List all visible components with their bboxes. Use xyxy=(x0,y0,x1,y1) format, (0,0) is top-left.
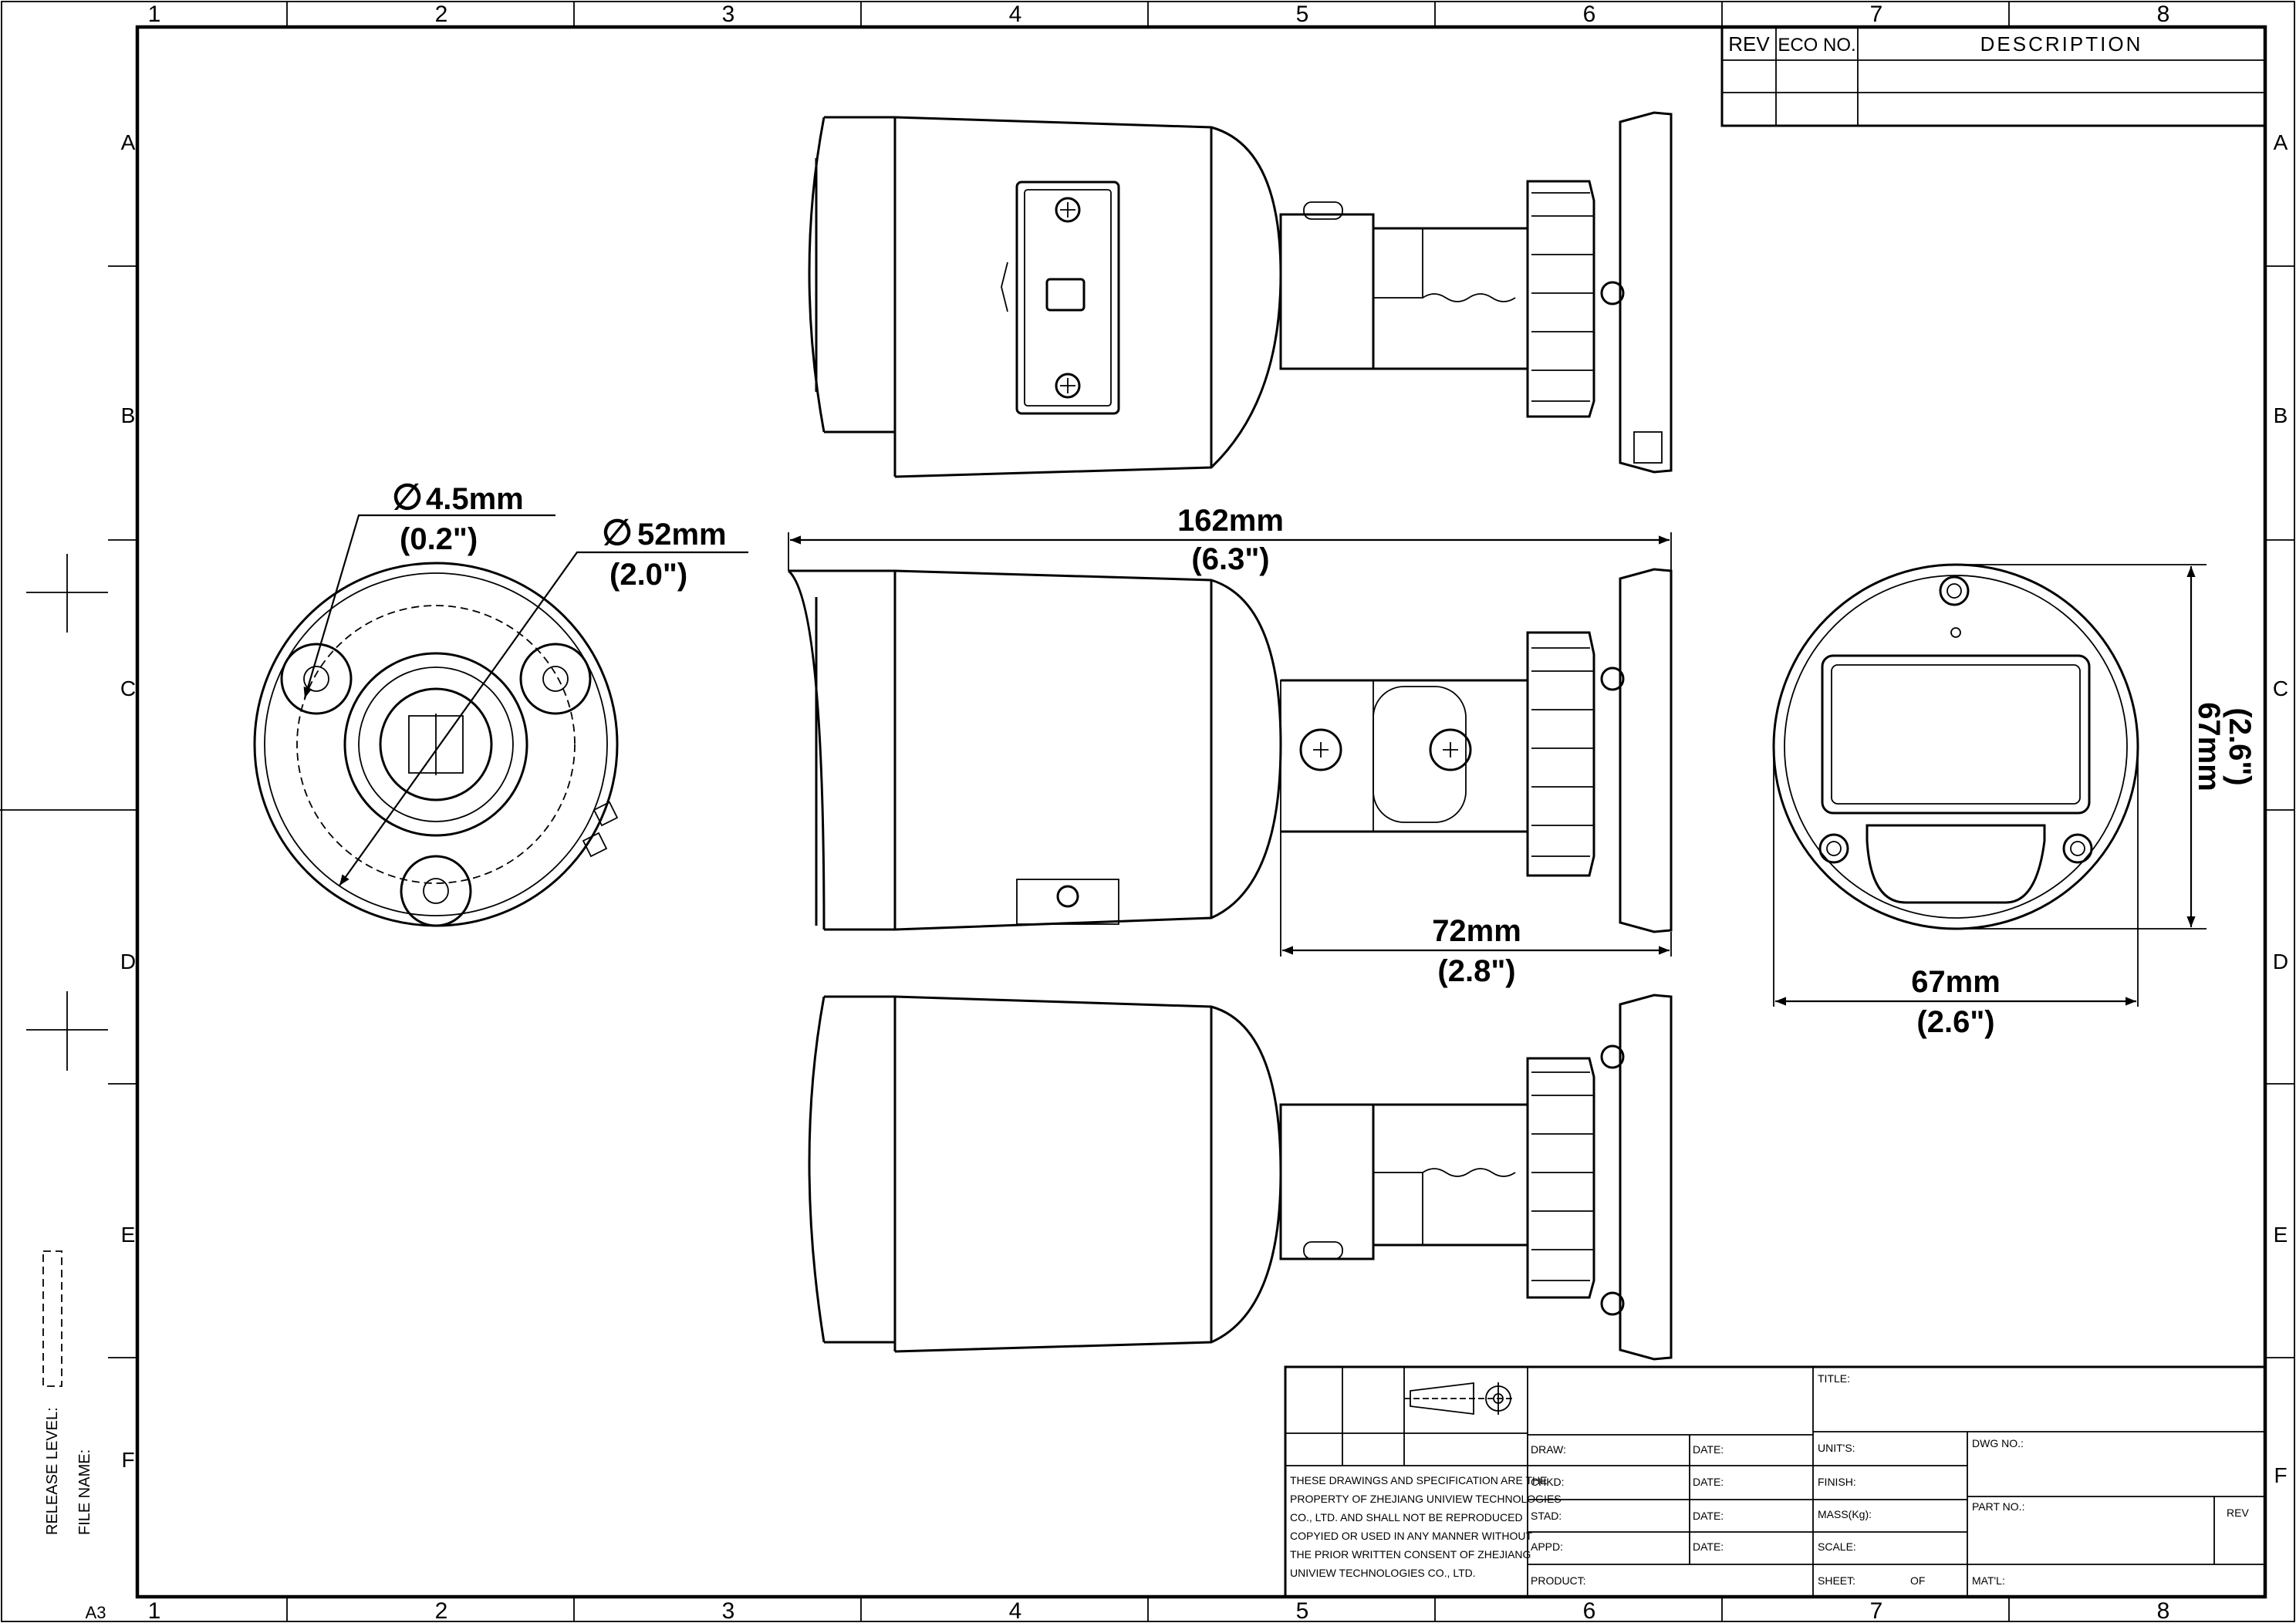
hole-diameter-inch: (0.2") xyxy=(400,522,478,556)
row-label: C xyxy=(2273,677,2288,700)
col-label: 7 xyxy=(1870,1598,1883,1623)
eco-header: ECO NO. xyxy=(1778,35,1855,56)
base-diameter-mm: 52mm xyxy=(637,518,727,552)
title-block: THESE DRAWINGS AND SPECIFICATION ARE THE… xyxy=(1284,1365,2267,1598)
release-stamp-box xyxy=(42,1250,62,1387)
notice-line: COPYIED OR USED IN ANY MANNER WITHOUT xyxy=(1290,1530,1532,1542)
draw-label: DRAW: xyxy=(1531,1443,1566,1456)
row-label: A xyxy=(121,130,136,154)
release-level-label: RELEASE LEVEL: xyxy=(44,1407,61,1535)
width-inch: (2.6") xyxy=(1916,1005,1994,1039)
row-label: F xyxy=(121,1448,134,1472)
matl-label: MAT'L: xyxy=(1972,1574,2005,1587)
row-label: C xyxy=(120,677,136,700)
hole-diameter-symbol: ∅ xyxy=(392,477,423,517)
bracket-mm: 72mm xyxy=(1432,914,1521,948)
notice-line: THE PRIOR WRITTEN CONSENT OF ZHEJIANG xyxy=(1290,1548,1531,1561)
col-label: 6 xyxy=(1583,1598,1596,1623)
width-mm: 67mm xyxy=(1911,965,2001,999)
col-label: 5 xyxy=(1296,2,1309,27)
sheet-label: SHEET: xyxy=(1818,1574,1855,1587)
length-inch: (6.3") xyxy=(1191,542,1269,576)
col-label: 1 xyxy=(148,2,161,27)
row-label: E xyxy=(2274,1223,2288,1247)
height-mm: 67mm xyxy=(2192,702,2226,791)
rev-label: REV xyxy=(2227,1507,2249,1519)
col-label: 8 xyxy=(2157,1598,2170,1623)
sheet-of-label: OF xyxy=(1910,1574,1925,1587)
part-no-label: PART NO.: xyxy=(1972,1500,2024,1513)
hole-diameter-mm: 4.5mm xyxy=(426,482,524,516)
row-label: D xyxy=(2273,950,2288,973)
notice-line: PROPERTY OF ZHEJIANG UNIVIEW TECHNOLOGIE… xyxy=(1290,1493,1562,1505)
row-label: A xyxy=(2274,130,2288,154)
height-inch: (2.6") xyxy=(2223,707,2257,785)
notice-line: THESE DRAWINGS AND SPECIFICATION ARE THE xyxy=(1290,1474,1547,1486)
length-mm: 162mm xyxy=(1177,504,1284,538)
row-label: F xyxy=(2274,1463,2287,1487)
notice-line: UNIVIEW TECHNOLOGIES CO., LTD. xyxy=(1290,1567,1476,1579)
col-label: 1 xyxy=(148,1598,161,1623)
grid-labels: 1 2 3 4 5 6 7 8 1 2 3 4 5 6 7 8 A B C D … xyxy=(44,2,2288,1623)
col-label: 4 xyxy=(1009,2,1022,27)
side-view xyxy=(787,568,1673,933)
col-label: 7 xyxy=(1870,2,1883,27)
notice-line: CO., LTD. AND SHALL NOT BE REPRODUCED xyxy=(1290,1511,1523,1523)
bottom-view xyxy=(808,994,1673,1361)
description-header: DESCRIPTION xyxy=(1980,32,2143,56)
col-label: 6 xyxy=(1583,2,1596,27)
sheet-size: A3 xyxy=(86,1603,106,1622)
row-label: B xyxy=(2274,403,2288,427)
product-label: PRODUCT: xyxy=(1531,1574,1586,1587)
col-label: 8 xyxy=(2157,2,2170,27)
date-label: DATE: xyxy=(1693,1510,1724,1522)
mass-label: MASS(Kg): xyxy=(1818,1508,1872,1520)
front-end-view xyxy=(1772,563,2139,930)
dimension-text: ∅ 4.5mm (0.2") ∅ 52mm (2.0") 162mm (6.3"… xyxy=(392,477,2257,1039)
title-label: TITLE: xyxy=(1818,1372,1850,1385)
row-label: D xyxy=(120,950,136,973)
dimension-lines xyxy=(303,514,2207,1007)
revision-table: REV ECO NO. DESCRIPTION xyxy=(1720,25,2267,127)
date-label: DATE: xyxy=(1693,1476,1724,1488)
units-label: UNIT'S: xyxy=(1818,1442,1855,1454)
date-label: DATE: xyxy=(1693,1443,1724,1456)
row-label: B xyxy=(121,403,136,427)
col-label: 2 xyxy=(435,1598,448,1623)
date-label: DATE: xyxy=(1693,1540,1724,1553)
base-end-view xyxy=(253,562,619,927)
scale-label: SCALE: xyxy=(1818,1540,1856,1553)
base-diameter-inch: (2.0") xyxy=(609,558,687,592)
rev-header: REV xyxy=(1728,32,1770,56)
finish-label: FINISH: xyxy=(1818,1476,1856,1488)
projection-symbol xyxy=(1404,1382,1515,1415)
col-label: 3 xyxy=(722,2,735,27)
stad-label: STAD: xyxy=(1531,1510,1562,1522)
dwg-no-label: DWG NO.: xyxy=(1972,1437,2024,1449)
col-label: 5 xyxy=(1296,1598,1309,1623)
chkd-label: CHKD: xyxy=(1531,1476,1565,1488)
top-view xyxy=(808,111,1673,478)
bracket-inch: (2.8") xyxy=(1437,954,1515,988)
row-label: E xyxy=(121,1223,136,1247)
col-label: 3 xyxy=(722,1598,735,1623)
appd-label: APPD: xyxy=(1531,1540,1563,1553)
col-label: 4 xyxy=(1009,1598,1022,1623)
file-name-label: FILE NAME: xyxy=(76,1449,93,1535)
base-diameter-symbol: ∅ xyxy=(602,512,633,552)
col-label: 2 xyxy=(435,2,448,27)
